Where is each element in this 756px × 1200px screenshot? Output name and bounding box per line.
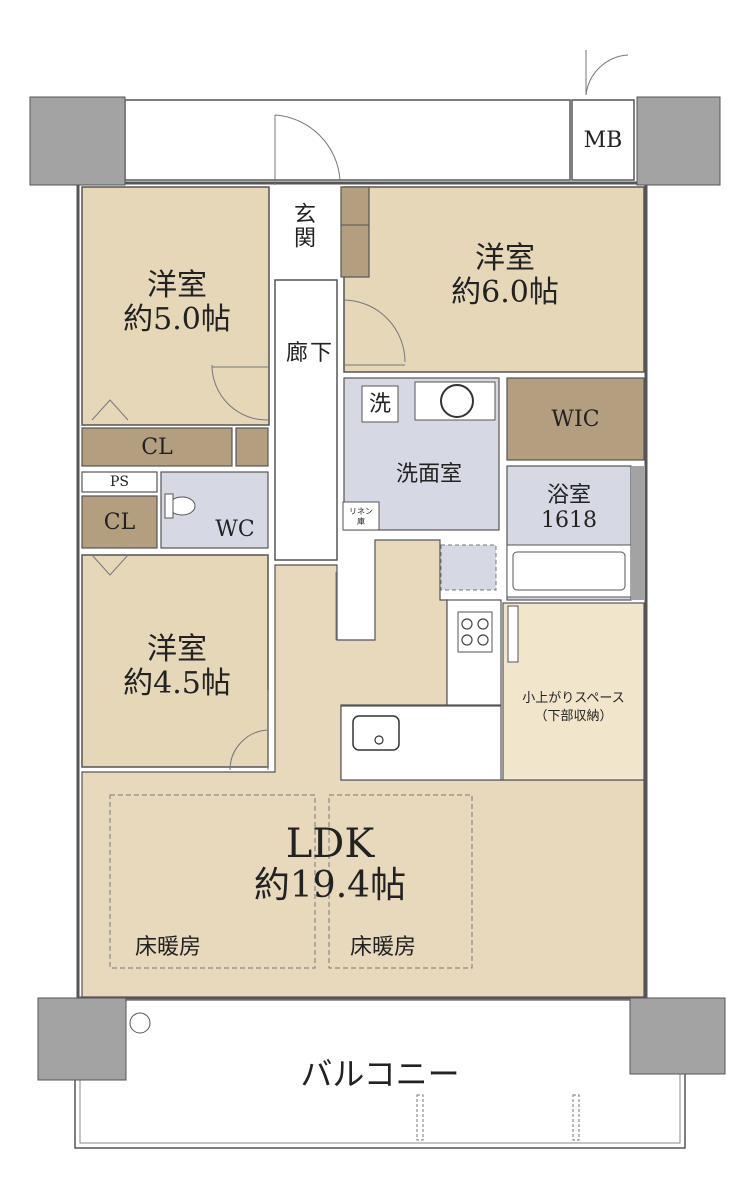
bath-name: 浴室 — [546, 483, 591, 508]
room-ne-name: 洋室 — [475, 241, 535, 276]
mb-box — [571, 99, 635, 181]
ldk-size: 約19.4帖 — [253, 865, 407, 906]
balcony-area — [74, 999, 686, 1149]
ps-label: PS — [109, 474, 129, 490]
ps-shaft — [81, 471, 158, 493]
hallway-label: 廊下 — [286, 341, 335, 366]
loft-label-1: 小上がりスペース — [522, 691, 625, 706]
washroom-label: 洗面室 — [395, 462, 462, 487]
mb-label: MB — [583, 128, 623, 153]
shoe-cabinet — [340, 186, 370, 278]
room-ne — [343, 186, 645, 373]
pillar-ne — [636, 96, 721, 186]
loft-space — [502, 602, 645, 781]
ldk-name: LDK — [285, 821, 375, 867]
room-nw-size: 約5.0帖 — [123, 302, 231, 337]
closet-small — [81, 495, 158, 549]
wc-label: WC — [215, 517, 255, 542]
wic-area — [506, 377, 645, 461]
floor-heat-label-1: 床暖房 — [134, 935, 201, 960]
hallway-area — [274, 279, 338, 561]
entry-corridor — [124, 99, 571, 181]
ldk-area — [81, 539, 645, 998]
pillar-sw — [37, 997, 127, 1081]
room-sw-name: 洋室 — [147, 632, 207, 667]
entrance-label: 玄関 — [290, 202, 315, 250]
room-nw — [81, 186, 270, 426]
closet-label-2: CL — [103, 510, 136, 535]
wic-label: WIC — [551, 407, 600, 432]
balcony-label: バルコニー — [300, 1055, 460, 1093]
bath-size: 1618 — [541, 508, 597, 533]
washer-mark — [361, 385, 399, 423]
linen-label-1: リネン — [349, 507, 373, 516]
closet-label-1: CL — [141, 435, 173, 460]
pillar-se — [629, 997, 726, 1075]
room-ne-size: 約6.0帖 — [451, 275, 559, 310]
loft-label-2: （下部収納） — [534, 709, 613, 724]
floor-heat-zone-1 — [109, 794, 316, 969]
room-sw-size: 約4.5帖 — [123, 666, 231, 701]
linen-label-2: 庫 — [357, 517, 365, 526]
closet-strip — [81, 427, 233, 467]
floor-heat-zone-2 — [328, 794, 473, 969]
room-nw-name: 洋室 — [147, 268, 207, 303]
room-sw — [81, 554, 269, 768]
fridge-space — [440, 544, 497, 591]
wash-mark-label: 洗 — [368, 392, 391, 417]
floor-heat-label-2: 床暖房 — [349, 935, 416, 960]
pillar-nw — [29, 96, 126, 186]
entrance-door-swing — [274, 114, 341, 185]
